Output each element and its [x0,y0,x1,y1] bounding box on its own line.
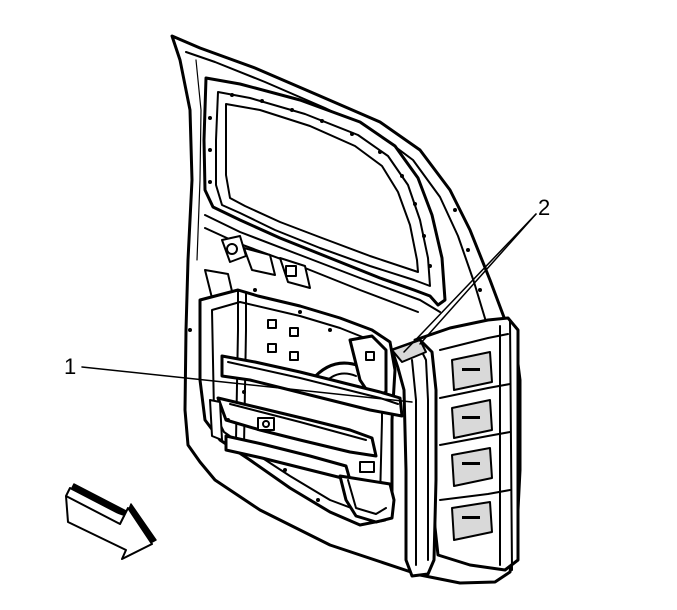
forward-direction-arrow-icon [65,483,157,560]
callout-leader-2 [403,213,537,353]
callout-leader-1 [81,366,413,403]
callout-label-2: 2 [538,195,550,220]
door-rear-seal-strip [390,338,438,578]
inner-panel-upper [204,214,441,313]
door-hinge-edge [413,316,520,572]
callout-label-1: 1 [64,354,76,379]
window-frame [202,76,482,307]
door-panel-opening [209,334,404,524]
